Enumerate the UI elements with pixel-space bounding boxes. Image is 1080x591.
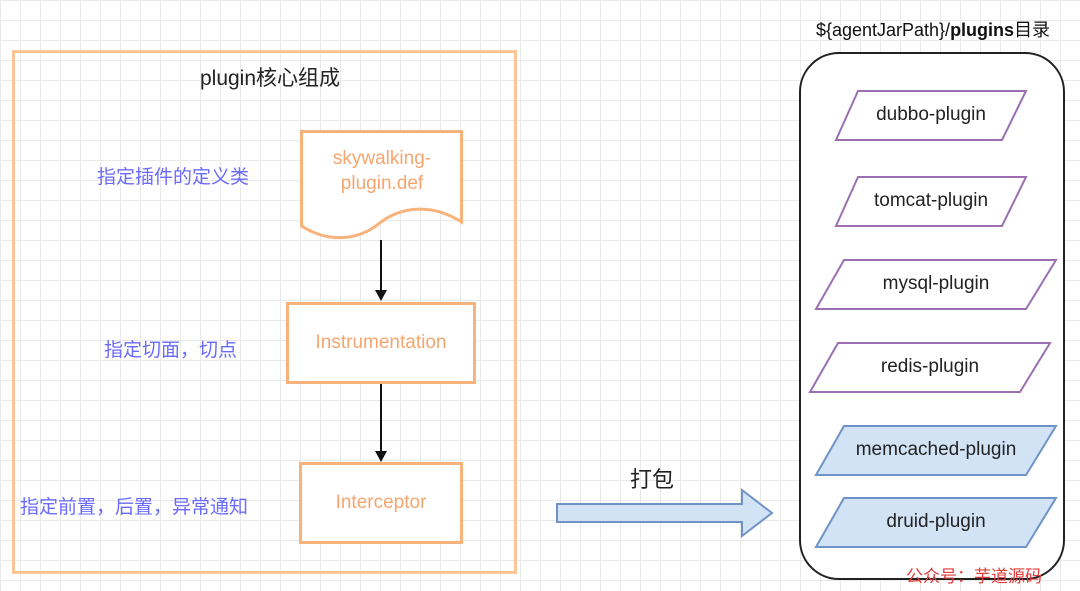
pack-label: 打包 [630, 467, 675, 492]
title-path: ${agentJarPath}/ [815, 20, 951, 40]
interceptor-node: Interceptor [299, 462, 463, 544]
title-bold: plugins [950, 20, 1015, 40]
instrumentation-label: Instrumentation [315, 332, 447, 353]
plugin-core-frame [12, 50, 517, 574]
memcached-plugin-shape [814, 425, 1058, 476]
definition-description: 指定插件的定义类 [97, 167, 250, 188]
tomcat-plugin-shape [834, 176, 1028, 227]
mysql-plugin-label: mysql-plugin [882, 273, 990, 294]
druid-plugin-shape [814, 497, 1058, 548]
tomcat-plugin-label: tomcat-plugin [873, 190, 989, 211]
instrumentation-node: Instrumentation [286, 302, 476, 384]
redis-plugin-shape [808, 342, 1052, 393]
plugins-directory-title: ${agentJarPath}/plugins目录 [788, 16, 1078, 42]
watermark: 公众号：芋道源码 [906, 567, 1042, 587]
instrumentation-description: 指定切面，切点 [104, 340, 238, 361]
title-suffix: 目录 [1014, 20, 1051, 40]
druid-plugin-label: druid-plugin [886, 511, 986, 532]
arrow-head-2 [375, 451, 387, 462]
memcached-plugin-label: memcached-plugin [855, 439, 1017, 460]
plugin-core-title: plugin核心组成 [199, 67, 341, 90]
interceptor-description: 指定前置，后置，异常通知 [20, 497, 249, 518]
dubbo-plugin-shape [834, 90, 1028, 141]
arrow-instrumentation-to-interceptor [380, 384, 382, 452]
mysql-plugin-shape [814, 259, 1058, 310]
interceptor-label: Interceptor [335, 492, 427, 513]
plugin-def-document-node [300, 130, 463, 240]
dubbo-plugin-label: dubbo-plugin [876, 104, 986, 125]
plugin-def-label: skywalking- plugin.def [332, 148, 432, 194]
arrow-def-to-instrumentation [380, 240, 382, 292]
redis-plugin-label: redis-plugin [880, 356, 980, 377]
arrow-head-1 [375, 290, 387, 301]
pack-arrow [556, 487, 774, 539]
